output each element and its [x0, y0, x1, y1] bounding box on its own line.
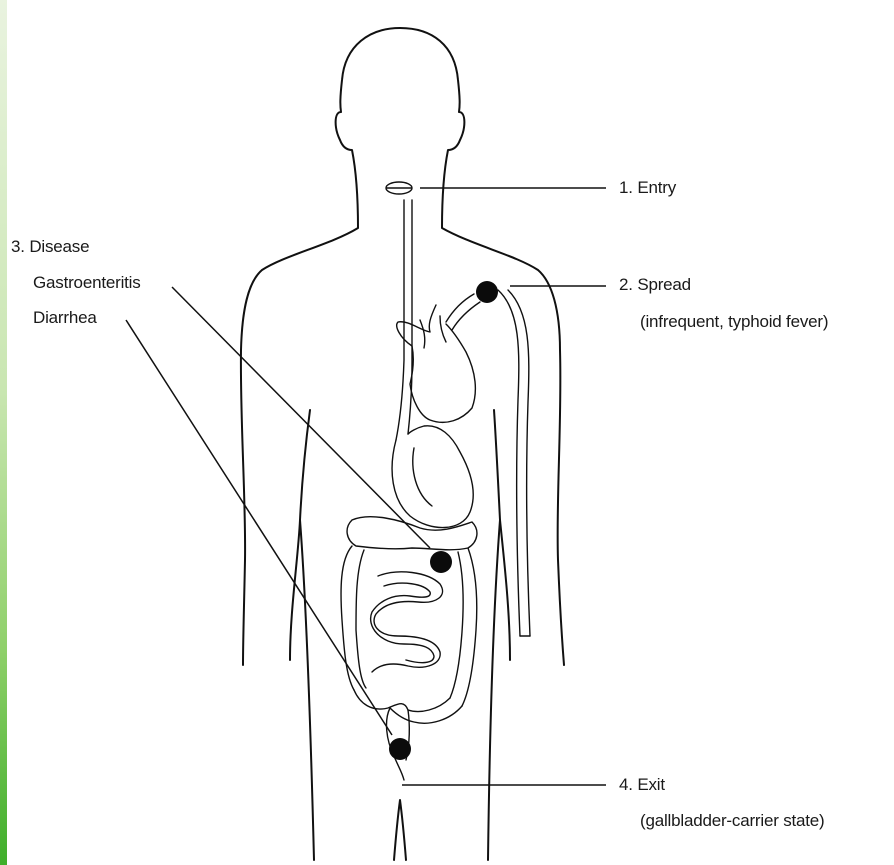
entry-label: 1. Entry: [619, 178, 676, 198]
blood-vessel-icon: [446, 290, 530, 636]
spread-title: Spread: [637, 275, 691, 294]
disease-label: 3. Disease: [11, 237, 89, 257]
stomach-icon: [392, 200, 473, 528]
body-outline-right-hip: [488, 520, 500, 860]
body-outline: [241, 28, 564, 860]
body-outline-right-inner: [494, 410, 510, 660]
disease-number: 3.: [11, 237, 25, 256]
spread-site-dot: [476, 281, 498, 303]
entry-title: Entry: [637, 178, 676, 197]
body-outline-left-hip: [300, 520, 314, 860]
intestines-icon: [341, 517, 477, 780]
disease-title: Disease: [29, 237, 89, 256]
spread-number: 2.: [619, 275, 633, 294]
diarrhea-pointer-line: [126, 320, 392, 735]
heart-icon: [397, 305, 476, 422]
disease-site-dot: [430, 551, 452, 573]
spread-note: (infrequent, typhoid fever): [640, 312, 828, 332]
disease-item-diarrhea: Diarrhea: [33, 308, 97, 328]
exit-label: 4. Exit: [619, 775, 665, 795]
disease-item-gastroenteritis: Gastroenteritis: [33, 273, 141, 293]
spread-label: 2. Spread: [619, 275, 691, 295]
entry-number: 1.: [619, 178, 633, 197]
mouth-icon: [386, 182, 412, 194]
exit-title: Exit: [637, 775, 665, 794]
body-outline-crotch: [394, 800, 406, 860]
exit-number: 4.: [619, 775, 633, 794]
exit-note: (gallbladder-carrier state): [640, 811, 825, 831]
body-outline-left: [241, 28, 400, 665]
exit-site-dot: [389, 738, 411, 760]
body-outline-left-inner: [290, 410, 310, 660]
